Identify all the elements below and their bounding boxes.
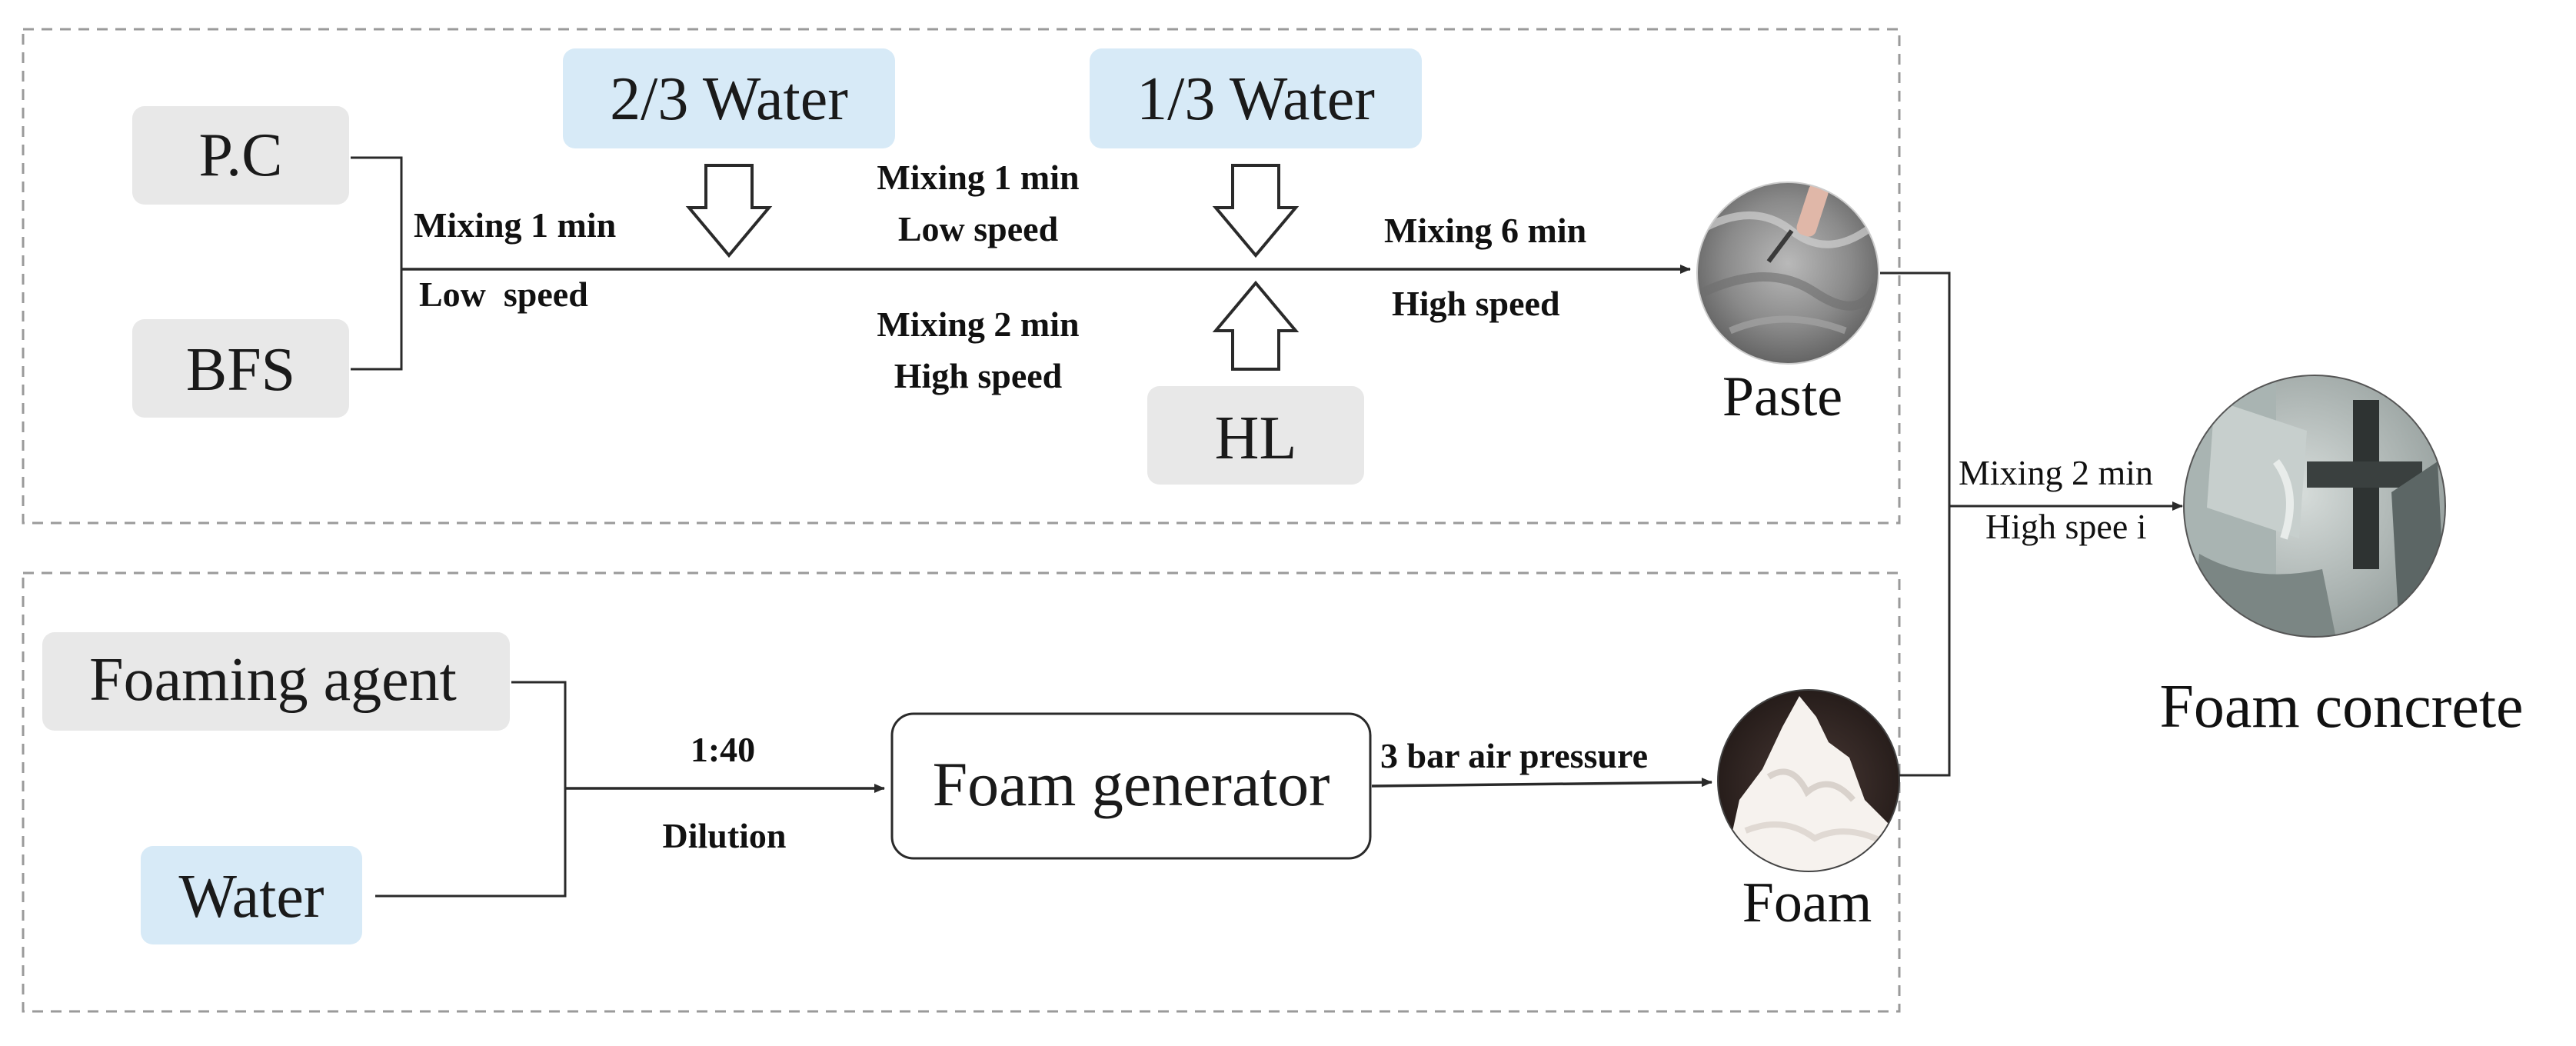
water-label: Water: [179, 863, 324, 931]
foam-concrete-image: [2183, 375, 2446, 638]
step1-speed: Low speed: [419, 275, 588, 314]
water-one-third-box: 1/3 Water: [1090, 48, 1422, 148]
foam-generator-label: Foam generator: [933, 749, 1330, 819]
foaming-agent-box: Foaming agent: [42, 632, 510, 731]
water-two-thirds-arrow: [685, 164, 773, 258]
final-mixing-time: Mixing 2 min: [1959, 453, 2153, 492]
foam-generator-box: Foam generator: [890, 712, 1372, 860]
step4-time: Mixing 6 min: [1384, 211, 1586, 250]
paste-image: [1696, 182, 1879, 365]
paste-label: Paste: [1722, 365, 1842, 428]
foaming-agent-label: Foaming agent: [89, 646, 457, 714]
bfs-label: BFS: [186, 336, 295, 404]
pc-label: P.C: [199, 122, 283, 189]
foam-image: [1717, 689, 1900, 872]
dilution-label: Dilution: [662, 816, 786, 855]
step3-time: Mixing 2 min: [877, 305, 1079, 344]
pc-bfs-bracket: [351, 156, 403, 371]
paste-section-frame: [22, 28, 1901, 525]
step2-time: Mixing 1 min: [877, 158, 1079, 197]
air-pressure-line: [1371, 778, 1712, 788]
final-mixing-speed: High spee i: [1985, 507, 2147, 546]
step1-time: Mixing 1 min: [414, 205, 616, 245]
water-two-thirds-label: 2/3 Water: [610, 65, 848, 133]
water-one-third-arrow: [1212, 164, 1300, 258]
water-two-thirds-box: 2/3 Water: [563, 48, 895, 148]
water-one-third-label: 1/3 Water: [1137, 65, 1375, 133]
step2-speed: Low speed: [898, 209, 1059, 248]
hl-box: HL: [1147, 386, 1364, 485]
bfs-box: BFS: [132, 319, 349, 418]
step3-speed: High speed: [894, 356, 1063, 395]
pc-box: P.C: [132, 106, 349, 205]
water-box: Water: [141, 846, 362, 944]
foam-concrete-label: Foam concrete: [2159, 673, 2523, 741]
hl-label: HL: [1215, 405, 1297, 472]
hl-arrow: [1212, 280, 1300, 371]
merge-bracket: [1880, 271, 1951, 777]
air-pressure-label: 3 bar air pressure: [1380, 736, 1648, 775]
dilution-ratio: 1:40: [691, 730, 755, 769]
foam-label: Foam: [1742, 871, 1872, 934]
step4-speed: High speed: [1392, 284, 1560, 323]
